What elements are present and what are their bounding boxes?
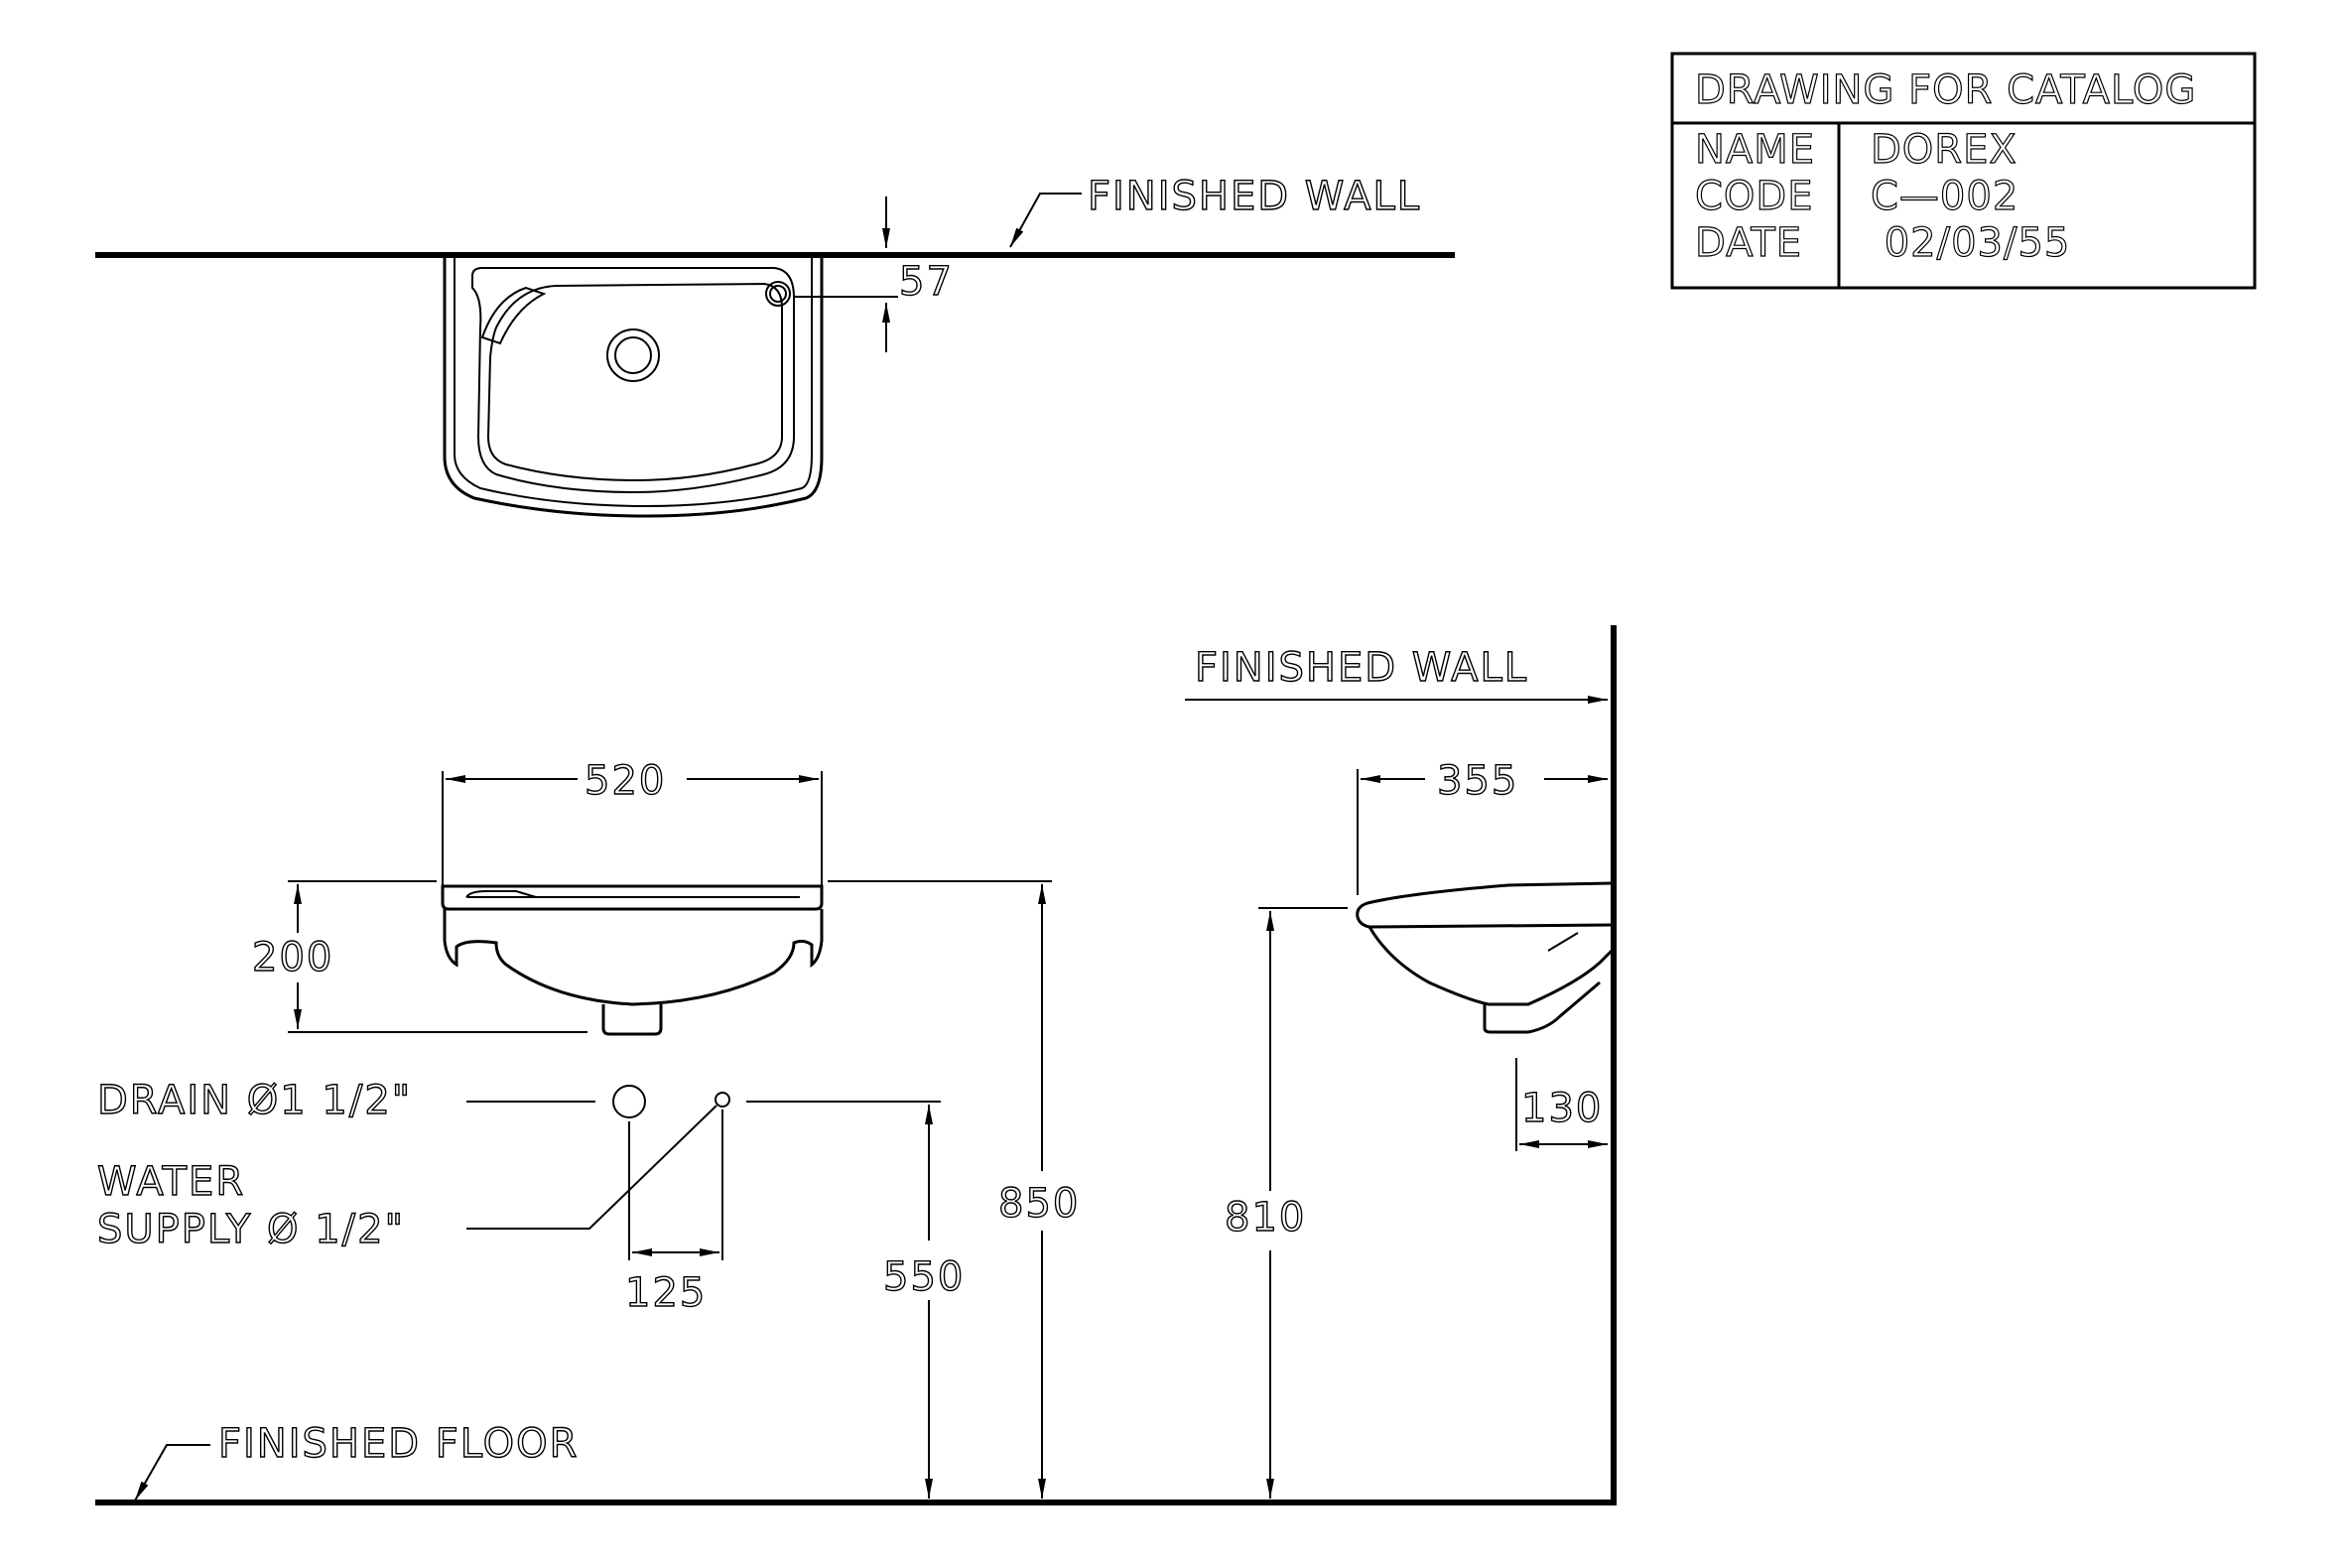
- overflow-slot: [480, 286, 547, 345]
- basin-bowl-inner: [486, 282, 783, 482]
- title-block-name-value: DOREX: [1871, 127, 2018, 173]
- drain-inner-ring: [614, 336, 652, 374]
- title-block-heading: DRAWING FOR CATALOG: [1695, 67, 2196, 113]
- drain-label: DRAIN Ø1 1/2": [97, 1078, 412, 1123]
- drain-symbol: [612, 1085, 646, 1118]
- finished-floor-leader: [134, 1444, 210, 1502]
- title-block-code-label: CODE: [1695, 174, 1814, 219]
- water-label: WATER: [97, 1159, 245, 1205]
- drain-tailpiece-side: [1483, 980, 1601, 1034]
- basin-body-front: [443, 909, 824, 1006]
- supply-leader: [466, 1105, 717, 1230]
- dim-520-label: 520: [585, 758, 666, 804]
- finished-wall-label-side: FINISHED WALL: [1195, 645, 1528, 691]
- dim-200-label: 200: [252, 935, 333, 980]
- overflow-front: [465, 890, 537, 898]
- water-supply-symbol: [715, 1092, 730, 1108]
- basin-rim-front: [441, 884, 824, 911]
- dim-130-label: 130: [1521, 1086, 1603, 1131]
- dim-125-label: 125: [625, 1270, 707, 1316]
- title-block-frame: [1670, 52, 2257, 290]
- tap-hole: [765, 281, 791, 307]
- side-view: FINISHED WALL 355 130 810: [1185, 625, 1617, 1505]
- plan-view: FINISHED WALL 57: [95, 173, 1455, 518]
- supply-label: SUPPLY Ø 1/2": [97, 1207, 405, 1252]
- basin-rim-plan: [454, 256, 813, 508]
- finished-wall-label-top: FINISHED WALL: [1088, 174, 1421, 219]
- dim-57-label: 57: [899, 259, 954, 305]
- dim-850-label: 850: [998, 1181, 1080, 1227]
- basin-rim-side: [1356, 881, 1613, 929]
- dim-550-label: 550: [883, 1254, 965, 1300]
- drain-outer-ring: [606, 328, 660, 382]
- title-block-code-value: C—002: [1871, 174, 2018, 219]
- title-block: DRAWING FOR CATALOG NAME CODE DATE DOREX…: [1670, 52, 2257, 290]
- title-block-date-label: DATE: [1695, 220, 1802, 266]
- title-block-name-label: NAME: [1695, 127, 1815, 173]
- finished-floor-label: FINISHED FLOOR: [218, 1421, 579, 1467]
- finished-wall-leader-top: [1009, 193, 1082, 248]
- title-block-date-value: 02/03/55: [1871, 220, 2070, 266]
- basin-body-side: [1367, 926, 1614, 1006]
- tap-hole-inner: [769, 285, 787, 303]
- drain-tailpiece-front: [601, 1004, 663, 1036]
- dim-810-label: 810: [1225, 1195, 1306, 1241]
- basin-outline-plan: [443, 256, 824, 518]
- basin-side-detail: [1547, 932, 1579, 952]
- finished-floor: FINISHED FLOOR: [95, 1420, 1616, 1505]
- dim-355-label: 355: [1437, 758, 1518, 804]
- basin-bowl-outer: [471, 267, 795, 494]
- front-view: 520 200 850 DRAIN Ø1 1/2" WATER SUPPLY Ø…: [96, 757, 1080, 1499]
